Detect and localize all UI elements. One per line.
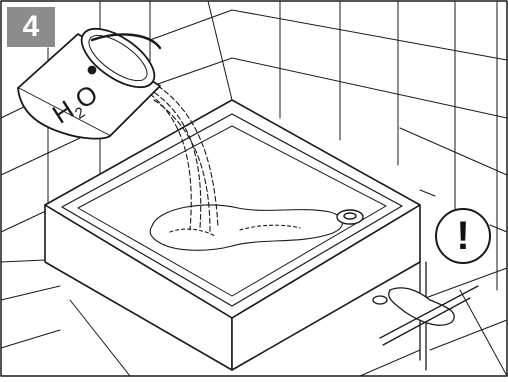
drain [337,210,363,224]
warning-exclamation-icon: ! [435,208,491,264]
step-number-badge: 4 [7,7,55,47]
